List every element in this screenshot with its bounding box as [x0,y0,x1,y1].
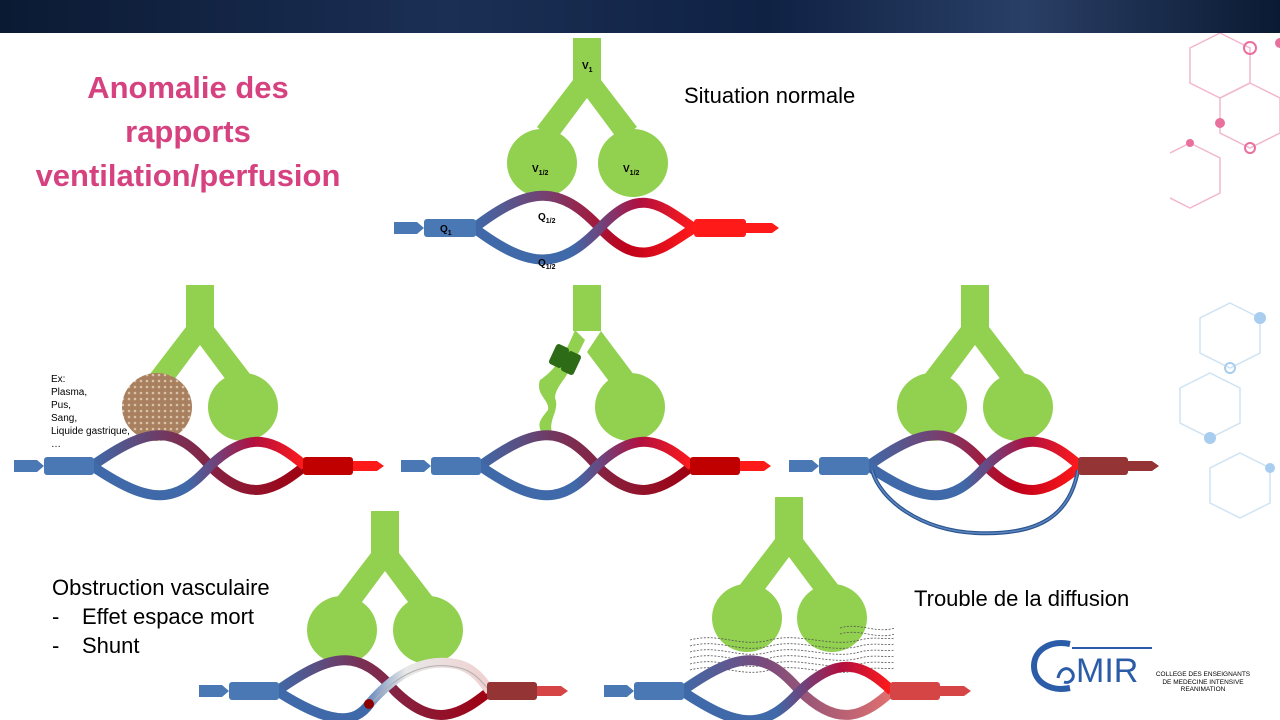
example-item: Ex: [51,374,66,385]
v-half-label-right: V1/2 [623,164,640,177]
example-item: Pus, [51,400,72,411]
logo-wordmark: MIR [1076,652,1138,690]
obstruction-item: Effet espace mort [82,604,255,629]
diagram-bronchial-obstruction [401,285,771,501]
example-item: Sang, [51,413,78,424]
diagram-normal: V1 V1/2 V1/2 Q1 Q1/2 Q1/2 [394,38,779,271]
label-diffusion: Trouble de la diffusion [914,586,1130,611]
cemir-logo: MIR [1030,640,1152,692]
slide-title: Anomalie des rapports ventilation/perfus… [35,70,341,193]
example-item: … [51,439,61,450]
v-total-label: V1 [582,61,593,74]
v-half-label-left: V1/2 [532,164,549,177]
bullet: - [52,633,60,658]
diagram-alveolar-filling [14,285,384,501]
logo-subtitle-line: DE MEDECINE INTENSIVE [1162,678,1244,686]
example-item: Plasma, [51,387,88,398]
logo-subtitle-line: COLLEGE DES ENSEIGNANTS [1155,671,1251,678]
diagram-vascular-obstruction [199,511,568,720]
logo-subtitle: COLLEGE DES ENSEIGNANTS DE MEDECINE INTE… [1153,671,1253,694]
q-total-label: Q1 [440,224,452,237]
bullet: - [52,604,60,629]
label-normal: Situation normale [684,83,856,108]
obstruction-text: Obstruction vasculaire -Effet espace mor… [52,573,270,660]
decorative-molecule-graphic [1170,33,1280,519]
header-banner [0,0,1280,33]
diagram-diffusion-disorder [604,497,971,720]
q-half-label-top: Q1/2 [538,212,556,225]
obstruction-heading: Obstruction vasculaire [52,575,270,600]
logo-subtitle-line: REANIMATION [1180,686,1226,693]
diagram-anatomic-shunt [789,285,1159,536]
example-item: Liquide gastrique, [51,426,130,437]
examples-list: Ex: Plasma, Pus, Sang, Liquide gastrique… [51,373,130,451]
q-half-label-bottom: Q1/2 [538,258,556,271]
interstitial-lines [689,625,896,673]
obstruction-item: Shunt [82,633,140,658]
